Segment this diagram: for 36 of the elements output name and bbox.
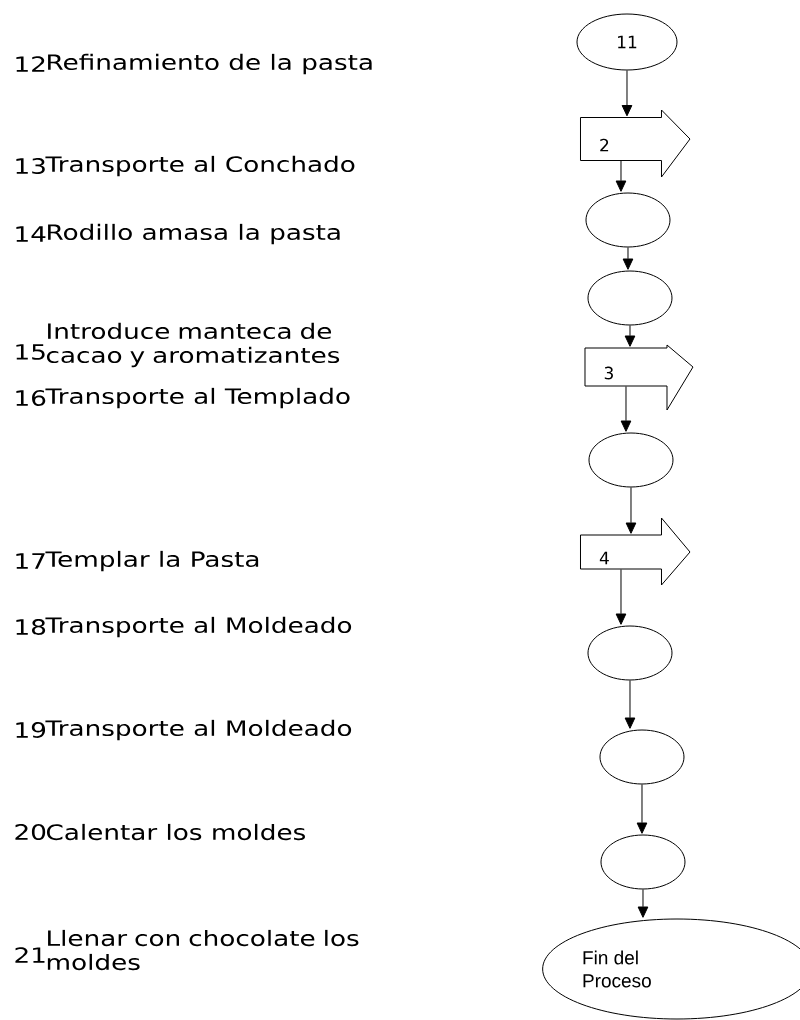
process-ellipse — [600, 834, 686, 890]
step-description: Rodillo amasa la pasta — [48, 223, 340, 245]
step-description: Templar la Pasta — [45, 550, 259, 572]
step-number: 14 — [16, 226, 46, 242]
step-description: Llenar con chocolate los moldes — [47, 929, 359, 971]
process-ellipse — [587, 270, 673, 326]
step-number: 12 — [16, 56, 45, 72]
process-ellipse — [587, 625, 673, 681]
step-description: Transporte al Conchado — [45, 155, 355, 177]
step-description: Transporte al Templado — [45, 387, 350, 409]
arrow — [637, 889, 649, 918]
step-number: 17 — [16, 553, 45, 569]
arrow — [620, 386, 632, 432]
arrow — [624, 680, 636, 729]
arrow — [615, 569, 627, 625]
step-number: 16 — [16, 390, 46, 406]
process-ellipse — [585, 192, 671, 248]
arrow — [624, 325, 636, 347]
step-number: 15 — [16, 344, 45, 360]
process-ellipse — [599, 729, 685, 785]
step-description: Introduce manteca de cacao y aromatizantes — [46, 322, 340, 368]
step-description: Transporte al Moldeado — [45, 719, 352, 741]
step-number: 19 — [16, 722, 46, 738]
arrow — [615, 160, 627, 192]
step-number: 20 — [15, 824, 46, 840]
step-number: 13 — [16, 158, 45, 174]
step-description: Transporte al Moldeado — [45, 616, 352, 638]
step-description: Calentar los moldes — [46, 823, 305, 841]
step-number: 18 — [16, 619, 46, 635]
arrow — [621, 70, 633, 117]
step-number: 21 — [15, 947, 45, 963]
arrow — [622, 247, 634, 270]
step-description: Refinamiento de la pasta — [48, 53, 372, 75]
process-ellipse — [588, 432, 674, 488]
arrow — [625, 487, 637, 534]
arrow — [636, 784, 648, 834]
